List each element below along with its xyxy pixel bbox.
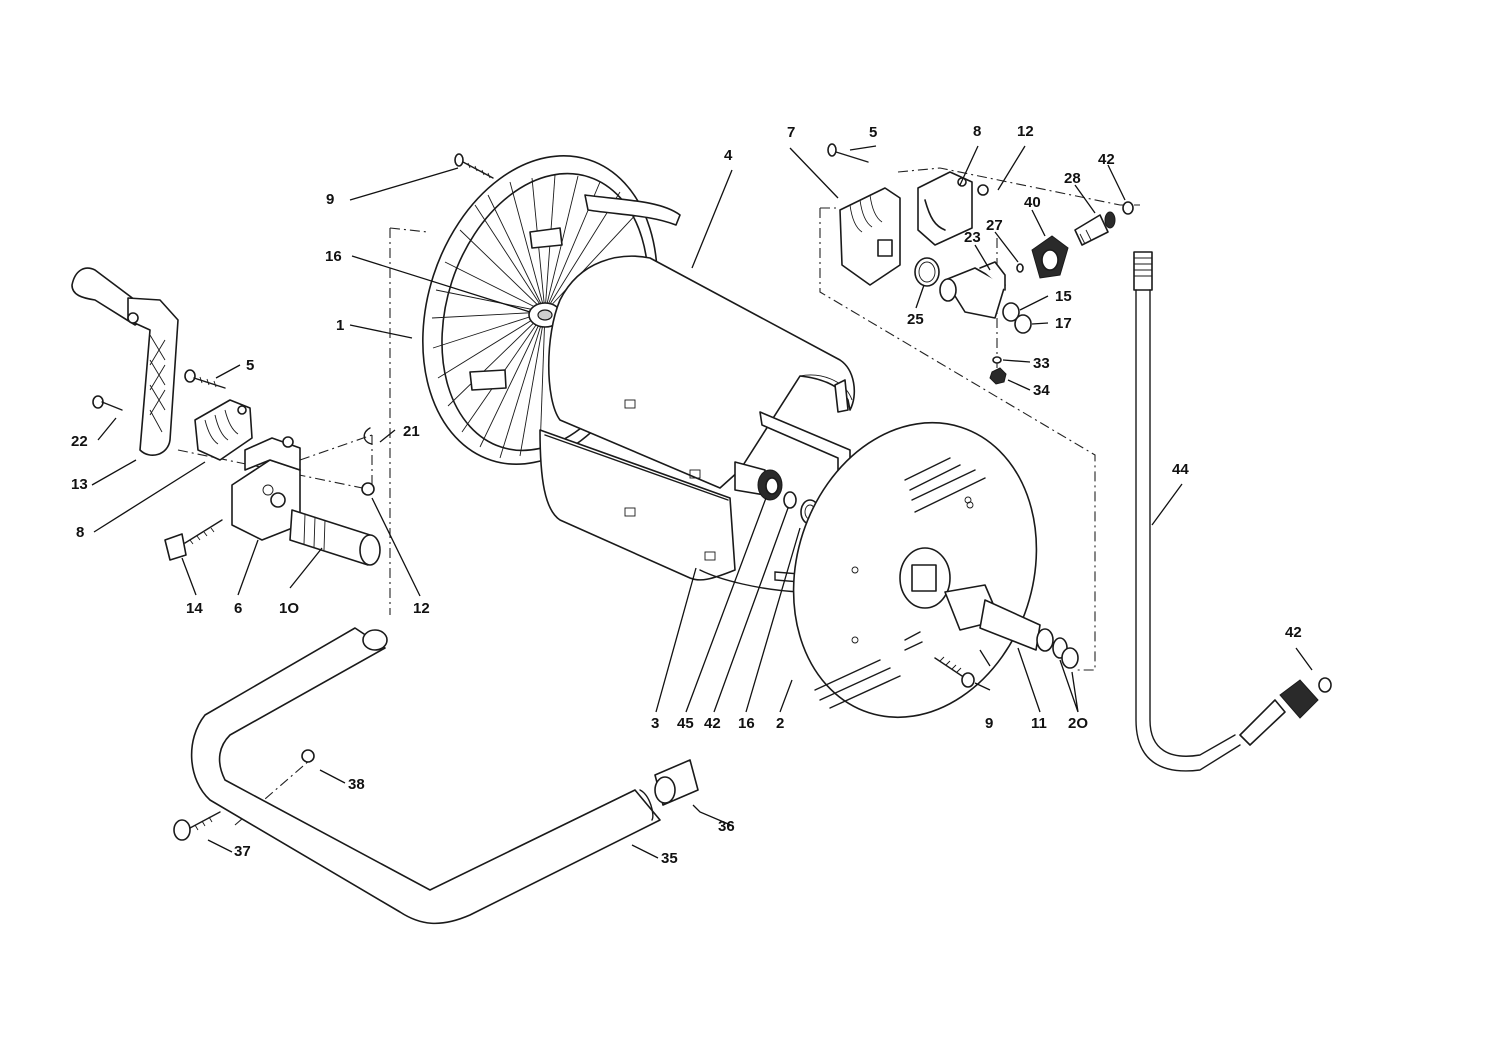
bolt-37 [173,811,221,841]
nut-34 [989,367,1007,385]
oring-42-mid [783,491,797,509]
callout-11: 11 [1031,715,1047,732]
nut-12-left [361,482,375,496]
bracket-7 [839,187,901,286]
crank-handle-13 [71,267,179,456]
bracket-6 [231,436,301,541]
callout-3: 3 [651,715,659,732]
callout-33: 33 [1033,355,1050,372]
hose-44 [1133,251,1332,772]
knob-45 [734,461,783,501]
callout-16: 16 [738,715,755,732]
callout-5: 5 [869,124,877,141]
screw-22 [92,395,123,411]
callout-15: 15 [1055,288,1072,305]
screw-9-bottom [934,656,975,688]
callout-38: 38 [348,776,365,793]
callout-45: 45 [677,715,694,732]
callout-12: 12 [413,600,430,617]
callout-9: 9 [985,715,993,732]
callout-23: 23 [964,229,981,246]
elbow-23 [939,261,1006,319]
callout-42: 42 [704,715,721,732]
clip-21 [363,427,373,445]
oring-27 [1016,263,1024,273]
callout-40: 40 [1024,194,1041,211]
callout-42: 42 [1285,624,1302,641]
callout-8: 8 [973,123,981,140]
stand-frame-35 [190,627,661,925]
nut-38 [301,749,315,763]
callout-35: 35 [661,850,678,867]
cylinder-10 [289,509,381,566]
callout-6: 6 [234,600,242,617]
leader-lines [91,145,1313,859]
callout-25: 25 [907,311,924,328]
callout-34: 34 [1033,382,1050,399]
callout-4: 4 [724,147,733,164]
bracket-8-left [194,399,253,461]
callout-28: 28 [1064,170,1081,187]
knob-14 [164,519,223,561]
nut-40 [1031,235,1069,279]
callout-21: 21 [403,423,420,440]
callout-9: 9 [326,191,334,208]
callout-10: 1O [279,600,299,617]
callout-17: 17 [1055,315,1072,332]
callout-37: 37 [234,843,251,860]
callout-13: 13 [71,476,88,493]
callout-27: 27 [986,217,1003,234]
callout-2: 2 [776,715,784,732]
callout-12: 12 [1017,123,1034,140]
callout-22: 22 [71,433,88,450]
callout-44: 44 [1172,461,1189,478]
washer-15 [1002,302,1020,322]
screw-5-left [184,369,226,389]
callout-7: 7 [787,124,795,141]
nipple-28 [1074,211,1116,246]
bracket-8-top [917,171,973,246]
callout-20: 2O [1068,715,1088,732]
oring-33 [992,356,1002,364]
drum-tube [699,569,801,593]
oring-17 [1014,314,1032,334]
reel-drum-body [539,255,856,581]
nut-12-top [977,184,989,196]
cap-36 [654,759,699,806]
swivel-shaft-11 [944,584,1079,669]
callout-42: 42 [1098,151,1115,168]
callout-14: 14 [186,600,203,617]
callout-36: 36 [718,818,735,835]
callout-8: 8 [76,524,84,541]
oring-42-top [1122,201,1134,215]
screw-9-top [454,153,494,179]
screw-5-top [827,143,869,163]
callout-5: 5 [246,357,254,374]
reel-flange-right [792,421,1038,719]
callout-16: 16 [325,248,342,265]
callout-labels: 9 16 1 4 5 22 13 8 21 14 6 1O 12 7 5 8 1… [71,123,1302,867]
ring-25 [914,257,940,287]
callout-1: 1 [336,317,344,334]
